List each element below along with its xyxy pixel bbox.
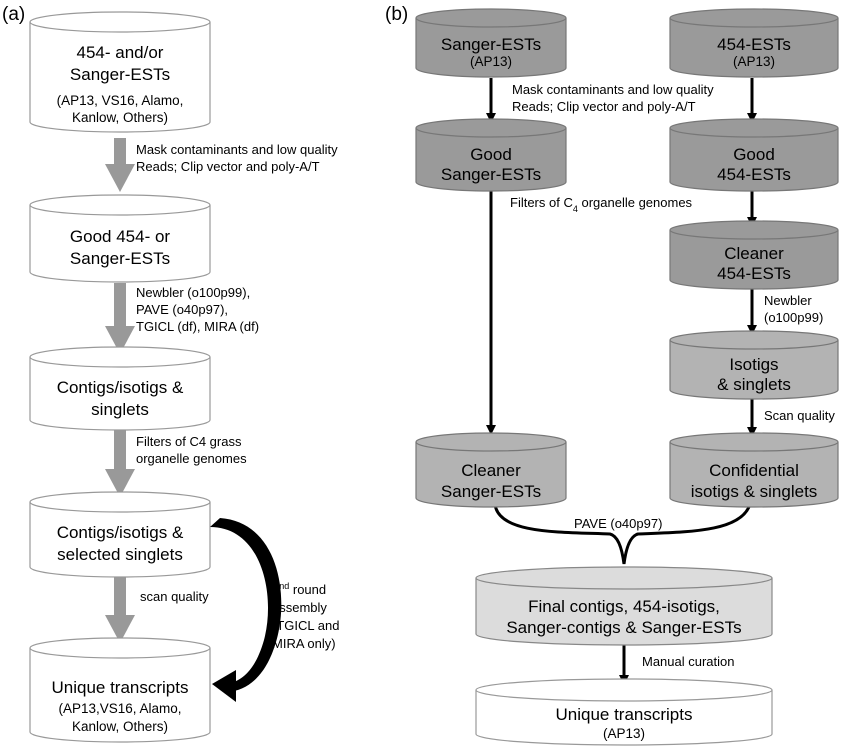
panel-b-arrows (486, 78, 757, 685)
box-a1-line3: (AP13, VS16, Alamo, (57, 93, 184, 108)
box-b-good-sanger-line2: Sanger-ESTs (441, 165, 541, 184)
box-a4-line2: selected singlets (57, 545, 183, 564)
box-b-cleaner-sanger: Cleaner Sanger-ESTs (415, 432, 567, 508)
box-b-good-sanger-line1: Good (470, 145, 512, 164)
box-b-final-line1: Final contigs, 454-isotigs, (528, 597, 720, 616)
box-b-cleaner-454: Cleaner 454-ESTs (669, 220, 839, 290)
step-b-newbler-line2: (o100p99) (764, 310, 823, 325)
svg-text:MIRA only): MIRA only) (272, 636, 336, 651)
box-b-final-line2: Sanger-contigs & Sanger-ESTs (506, 618, 741, 637)
box-b-good-454: Good 454-ESTs (669, 118, 839, 192)
step-a3-line2: organelle genomes (136, 451, 247, 466)
box-b-confidential-line1: Confidential (709, 461, 799, 480)
box-b-454-title: 454-ESTs (717, 35, 791, 54)
box-b-sanger-title: Sanger-ESTs (441, 35, 541, 54)
step-b-pave: PAVE (o40p97) (574, 516, 662, 531)
step-b-curation: Manual curation (642, 654, 735, 669)
box-a4-selected-singlets: Contigs/isotigs & selected singlets (29, 491, 211, 578)
box-b-unique-sub: (AP13) (603, 726, 645, 741)
pave-merge-curve (493, 503, 752, 565)
arrow-a1 (105, 138, 135, 192)
box-b-good-454-line2: 454-ESTs (717, 165, 791, 184)
box-a2-good-ests: Good 454- or Sanger-ESTs (29, 194, 211, 283)
box-b-confidential: Confidential isotigs & singlets (669, 432, 839, 508)
svg-text:assembly: assembly (272, 600, 327, 615)
panel-b-label: (b) (385, 4, 408, 25)
arrow-a2 (105, 283, 135, 354)
box-a1-line4: Kanlow, Others) (72, 110, 168, 125)
second-round-label: 2nd round assembly (TGICL and MIRA only) (272, 581, 339, 651)
step-b-newbler-line1: Newbler (764, 293, 812, 308)
box-b-cleaner-sanger-line1: Cleaner (461, 461, 521, 480)
box-b-cleaner-454-line1: Cleaner (724, 244, 784, 263)
step-b-scan: Scan quality (764, 408, 835, 423)
panel-a-arrows (105, 138, 135, 643)
box-a1-454-sanger-ests: 454- and/or Sanger-ESTs (AP13, VS16, Ala… (29, 11, 211, 133)
box-b-sanger-sub: (AP13) (470, 54, 512, 69)
box-b-isotigs-line1: Isotigs (729, 355, 778, 374)
box-b-confidential-line2: isotigs & singlets (691, 482, 818, 501)
step-a3-line1: Filters of C4 grass (136, 434, 242, 449)
box-a5-unique-transcripts: Unique transcripts (AP13,VS16, Alamo, Ka… (29, 637, 211, 743)
step-a1-line2: Reads; Clip vector and poly-A/T (136, 159, 320, 174)
box-a2-line1: Good 454- or (70, 227, 171, 246)
box-b-cleaner-sanger-line2: Sanger-ESTs (441, 482, 541, 501)
box-a3-line1: Contigs/isotigs & (57, 378, 184, 397)
panel-a-label: (a) (2, 4, 25, 25)
box-a5-line2: (AP13,VS16, Alamo, (58, 701, 181, 716)
box-b-454-sub: (AP13) (733, 54, 775, 69)
box-a3-contigs: Contigs/isotigs & singlets (29, 346, 211, 431)
box-b-good-454-line1: Good (733, 145, 775, 164)
box-b-cleaner-454-line2: 454-ESTs (717, 264, 791, 283)
second-round-arrow (210, 518, 282, 702)
step-a1-line1: Mask contaminants and low quality (136, 142, 338, 157)
box-b-isotigs: Isotigs & singlets (669, 330, 839, 400)
svg-text:2nd round: 2nd round (272, 581, 326, 597)
box-a2-line2: Sanger-ESTs (70, 249, 170, 268)
box-b-unique-title: Unique transcripts (555, 705, 692, 724)
step-b-mask-line1: Mask contaminants and low quality (512, 82, 714, 97)
box-a5-line1: Unique transcripts (51, 678, 188, 697)
step-a2-line1: Newbler (o100p99), (136, 285, 250, 300)
box-b-good-sanger: Good Sanger-ESTs (415, 118, 567, 192)
svg-text:(TGICL and: (TGICL and (272, 618, 339, 633)
step-a4-line1: scan quality (140, 589, 209, 604)
box-b-final: Final contigs, 454-isotigs, Sanger-conti… (475, 566, 773, 646)
box-b-454-ests: 454-ESTs (AP13) (669, 8, 839, 78)
box-a1-line1: 454- and/or (77, 43, 164, 62)
box-a4-line1: Contigs/isotigs & (57, 523, 184, 542)
step-a2-line2: PAVE (o40p97), (136, 302, 228, 317)
step-b-mask-line2: Reads; Clip vector and poly-A/T (512, 99, 696, 114)
step-b-filters: Filters of C4 organelle genomes (510, 195, 693, 214)
arrow-a4 (105, 574, 135, 643)
step-a2-line3: TGICL (df), MIRA (df) (136, 319, 259, 334)
box-b-sanger-ests: Sanger-ESTs (AP13) (415, 8, 567, 78)
arrow-a3 (105, 427, 135, 497)
box-a3-line2: singlets (91, 400, 149, 419)
box-a1-line2: Sanger-ESTs (70, 65, 170, 84)
box-b-unique: Unique transcripts (AP13) (475, 678, 773, 746)
box-a5-line3: Kanlow, Others) (72, 719, 168, 734)
box-b-isotigs-line2: & singlets (717, 375, 791, 394)
